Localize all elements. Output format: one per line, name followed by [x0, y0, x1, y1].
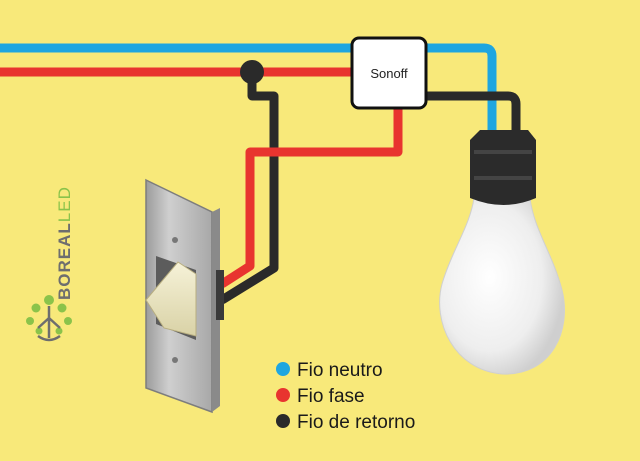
legend-item-phase: Fio fase [276, 386, 365, 407]
neutral-wire [0, 43, 497, 150]
wall-switch [145, 178, 224, 414]
sonoff-device: Sonoff [350, 36, 428, 110]
return-wire-junction-to-switch [219, 72, 279, 304]
legend-swatch [276, 414, 290, 428]
legend: Fio neutro Fio fase Fio de retorno [276, 360, 415, 433]
bulb-glass [439, 197, 565, 375]
light-bulb [439, 130, 565, 375]
switch-rocker [145, 261, 197, 337]
phase-wire-sonoff-to-switch [219, 108, 403, 288]
logo-text-light: LED [55, 186, 74, 222]
logo-plant-icon [26, 295, 72, 342]
switch-screw-bottom [172, 357, 178, 363]
legend-swatch [276, 362, 290, 376]
svg-text:BOREALLED: BOREALLED [55, 186, 74, 300]
legend-label: Fio neutro [297, 360, 383, 381]
logo-text-bold: BOREAL [55, 222, 74, 300]
legend-label: Fio fase [297, 386, 365, 407]
return-wire-sonoff-to-lamp [424, 91, 521, 150]
legend-label: Fio de retorno [297, 412, 415, 433]
bulb-socket [470, 130, 536, 205]
boreal-led-logo: BOREALLED [26, 186, 74, 342]
legend-item-neutral: Fio neutro [276, 360, 383, 381]
switch-screw-top [172, 237, 178, 243]
sonoff-label: Sonoff [370, 66, 408, 81]
legend-swatch [276, 388, 290, 402]
legend-item-return: Fio de retorno [276, 412, 415, 433]
